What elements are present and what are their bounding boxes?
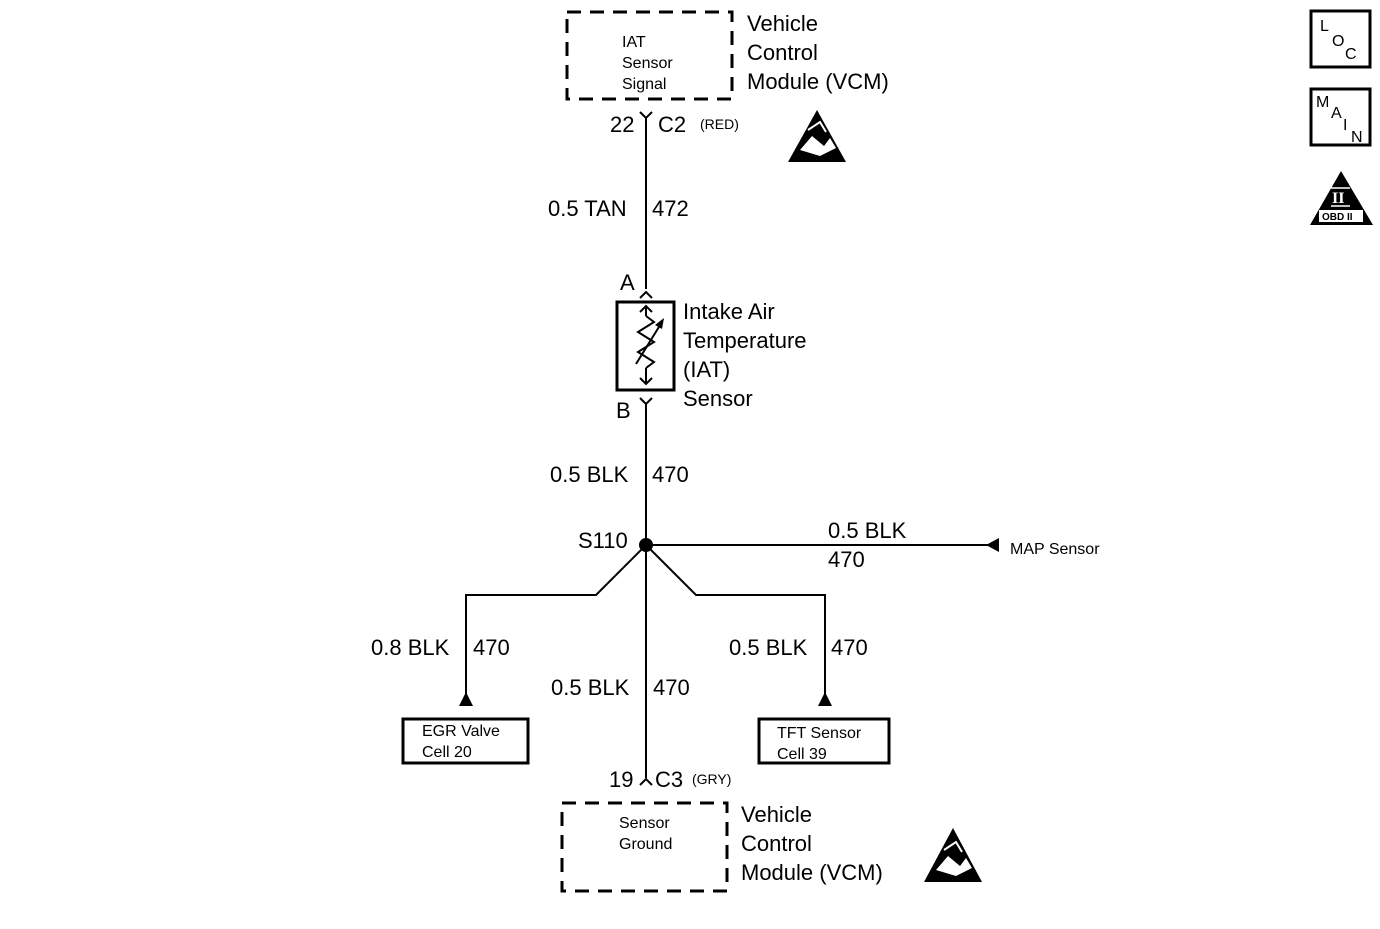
bottom-vcm-module: Sensor Ground Vehicle Control Module (VC… (560, 801, 883, 893)
wire-tft-branch (645, 544, 826, 698)
bottom-vcm-title-line-1: Vehicle (741, 802, 812, 827)
iat-name-line-4: Sensor (683, 386, 753, 411)
top-connector: 22 C2 (RED) (610, 111, 739, 137)
top-vcm-inner-line-3: Signal (622, 76, 666, 93)
tft-ref-line-2: Cell 39 (777, 746, 827, 763)
wire-egr-branch (465, 544, 647, 698)
bottom-connector: 19 C3 (GRY) (609, 767, 731, 792)
obd-label: OBD II (1322, 212, 1353, 223)
top-vcm-module: IAT Sensor Signal Vehicle Control Module… (565, 10, 889, 101)
tft-sensor-ref-box[interactable]: TFT Sensor Cell 39 (757, 717, 891, 765)
main-icon[interactable]: M A I N (1309, 87, 1372, 147)
svg-text:O: O (1332, 33, 1344, 50)
iat-pin-b: B (616, 398, 631, 423)
bottom-vcm-inner-line-1: Sensor (619, 815, 670, 832)
ground-wire-size-color: 0.5 BLK (551, 675, 630, 700)
bottom-vcm-title-line-2: Control (741, 831, 812, 856)
wire-472-circuit: 472 (652, 196, 689, 221)
top-vcm-title-line-3: Module (VCM) (747, 69, 889, 94)
svg-text:A: A (1331, 105, 1342, 122)
egr-ref-line-1: EGR Valve (422, 723, 500, 740)
bottom-vcm-dashed-box (560, 801, 729, 893)
svg-text:L: L (1320, 18, 1329, 35)
iat-sensor: A B Intake Air Temperature (IAT) Sensor (615, 270, 807, 423)
splice-s110-label: S110 (578, 528, 628, 553)
iat-name-line-3: (IAT) (683, 357, 730, 382)
top-vcm-inner-line-1: IAT (622, 34, 646, 51)
bottom-connector-pin: 19 (609, 767, 633, 792)
tft-branch-size-color: 0.5 BLK (729, 635, 808, 660)
egr-arrow (459, 692, 473, 706)
tft-branch-circuit: 470 (831, 635, 868, 660)
loc-icon[interactable]: L O C (1309, 9, 1372, 69)
bottom-connector-id: C3 (655, 767, 683, 792)
tft-ref-line-1: TFT Sensor (777, 725, 862, 742)
top-connector-pin: 22 (610, 112, 634, 137)
top-vcm-inner-line-2: Sensor (622, 55, 673, 72)
esd-sensitive-icon (788, 110, 846, 162)
svg-text:C: C (1345, 46, 1357, 63)
obd-numeral: II (1332, 190, 1344, 207)
wire-470-mid-size-color: 0.5 BLK (550, 462, 629, 487)
map-sensor-label: MAP Sensor (1010, 541, 1100, 558)
bottom-vcm-inner-line-2: Ground (619, 836, 672, 853)
tft-arrow (818, 692, 832, 706)
egr-valve-ref-box[interactable]: EGR Valve Cell 20 (401, 717, 530, 765)
svg-text:N: N (1351, 129, 1363, 146)
top-vcm-title-line-2: Control (747, 40, 818, 65)
top-vcm-dashed-box (565, 10, 734, 101)
esd-sensitive-icon (924, 828, 982, 882)
map-sensor-arrow (986, 538, 999, 552)
map-branch-circuit: 470 (828, 547, 865, 572)
bottom-connector-color: (GRY) (692, 771, 731, 787)
iat-pin-a: A (620, 270, 635, 295)
egr-branch-size-color: 0.8 BLK (371, 635, 450, 660)
bottom-vcm-title-line-3: Module (VCM) (741, 860, 883, 885)
ground-wire-circuit: 470 (653, 675, 690, 700)
iat-name-line-2: Temperature (683, 328, 807, 353)
top-connector-id: C2 (658, 112, 686, 137)
iat-name-line-1: Intake Air (683, 299, 775, 324)
egr-ref-line-2: Cell 20 (422, 744, 472, 761)
egr-branch-circuit: 470 (473, 635, 510, 660)
wire-470-mid-circuit: 470 (652, 462, 689, 487)
svg-text:I: I (1343, 117, 1347, 134)
obd-ii-icon[interactable]: II OBD II (1310, 171, 1373, 225)
top-vcm-title-line-1: Vehicle (747, 11, 818, 36)
top-connector-color: (RED) (700, 116, 739, 132)
map-branch-size-color: 0.5 BLK (828, 518, 907, 543)
svg-text:M: M (1316, 94, 1329, 111)
wire-472-size-color: 0.5 TAN (548, 196, 627, 221)
